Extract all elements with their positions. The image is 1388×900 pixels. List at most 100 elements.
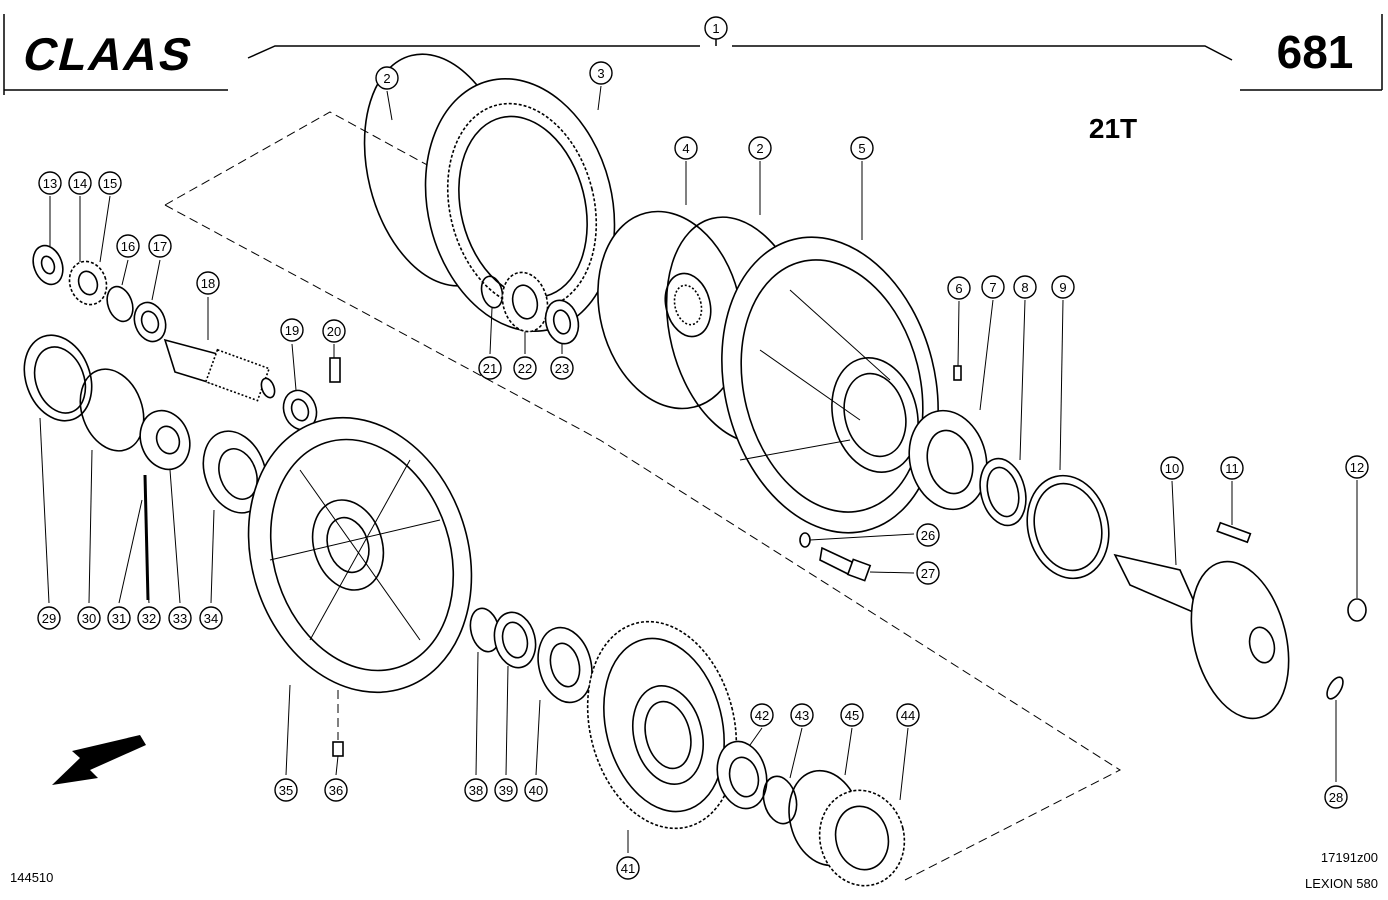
callout-33: 33 <box>168 606 192 630</box>
callout-number: 13 <box>43 176 57 191</box>
callout-41: 41 <box>616 856 640 880</box>
callout-number: 14 <box>73 176 87 191</box>
callout-number: 21 <box>483 361 497 376</box>
callout-circle <box>524 778 548 802</box>
callout-2: 2 <box>748 136 772 160</box>
callout-number: 22 <box>518 361 532 376</box>
callout-circle <box>896 703 920 727</box>
callout-number: 2 <box>756 141 763 156</box>
callout-number: 3 <box>597 66 604 81</box>
callout-30: 30 <box>77 606 101 630</box>
callout-circle <box>38 171 62 195</box>
callout-15: 15 <box>98 171 122 195</box>
brand-logo-text: CLAAS <box>18 29 199 80</box>
pin-6 <box>953 365 962 381</box>
callout-28: 28 <box>1324 785 1348 809</box>
callout-circle <box>916 523 940 547</box>
callout-number: 15 <box>103 176 117 191</box>
callout-16: 16 <box>116 234 140 258</box>
callout-number: 31 <box>112 611 126 626</box>
housing-35 <box>247 416 473 694</box>
callout-7: 7 <box>981 275 1005 299</box>
callout-number: 30 <box>82 611 96 626</box>
callout-26: 26 <box>916 523 940 547</box>
callout-23: 23 <box>550 356 574 380</box>
page-number: 681 <box>1277 26 1354 78</box>
plug-20 <box>329 357 341 383</box>
callout-number: 8 <box>1021 280 1028 295</box>
callout-circle <box>589 61 613 85</box>
callout-number: 17 <box>153 239 167 254</box>
callout-number: 27 <box>921 566 935 581</box>
callout-circle <box>68 171 92 195</box>
callout-number: 19 <box>285 323 299 338</box>
planet-carrier-4 <box>597 210 743 410</box>
callout-45: 45 <box>840 703 864 727</box>
callout-number: 45 <box>845 708 859 723</box>
callout-circle <box>375 66 399 90</box>
callout-circle <box>324 778 348 802</box>
callout-circle <box>494 778 518 802</box>
callout-number: 41 <box>621 861 635 876</box>
callout-circle <box>274 778 298 802</box>
callout-12: 12 <box>1345 455 1369 479</box>
callout-13: 13 <box>38 171 62 195</box>
ring-gear-3 <box>424 78 616 332</box>
callout-circle <box>947 276 971 300</box>
callout-number: 11 <box>1225 461 1239 476</box>
callout-19: 19 <box>280 318 304 342</box>
housing-5 <box>721 236 939 534</box>
callout-22: 22 <box>513 356 537 380</box>
callout-number: 29 <box>42 611 56 626</box>
callout-circle <box>550 356 574 380</box>
callout-number: 44 <box>901 708 915 723</box>
callout-circle <box>196 271 220 295</box>
callout-32: 32 <box>137 606 161 630</box>
callout-circle <box>107 606 131 630</box>
callout-11: 11 <box>1220 456 1244 480</box>
callout-36: 36 <box>324 778 348 802</box>
gear-41 <box>586 620 738 830</box>
callout-40: 40 <box>524 778 548 802</box>
callout-circle <box>137 606 161 630</box>
callout-number: 32 <box>142 611 156 626</box>
callout-number: 4 <box>682 141 689 156</box>
callout-number: 9 <box>1059 280 1066 295</box>
callout-number: 5 <box>858 141 865 156</box>
callout-10: 10 <box>1160 456 1184 480</box>
callout-circle <box>199 606 223 630</box>
callout-39: 39 <box>494 778 518 802</box>
output-shaft-10 <box>1113 553 1290 720</box>
stud-11 <box>1216 521 1252 544</box>
callout-circle <box>981 275 1005 299</box>
callout-number: 18 <box>201 276 215 291</box>
callout-number: 40 <box>529 783 543 798</box>
callout-circle <box>116 234 140 258</box>
callout-circle <box>750 703 774 727</box>
callout-number: 43 <box>795 708 809 723</box>
callout-number: 7 <box>989 280 996 295</box>
callout-42: 42 <box>750 703 774 727</box>
callout-circle <box>850 136 874 160</box>
callout-number: 34 <box>204 611 218 626</box>
assembly-code: 21T <box>1089 113 1137 144</box>
callout-number: 23 <box>555 361 569 376</box>
callout-2: 2 <box>375 66 399 90</box>
callout-number: 2 <box>383 71 390 86</box>
callout-number: 35 <box>279 783 293 798</box>
callout-circle <box>37 606 61 630</box>
callout-20: 20 <box>322 319 346 343</box>
callout-number: 20 <box>327 324 341 339</box>
callout-35: 35 <box>274 778 298 802</box>
callout-29: 29 <box>37 606 61 630</box>
callout-44: 44 <box>896 703 920 727</box>
callout-number: 38 <box>469 783 483 798</box>
callout-circle <box>1345 455 1369 479</box>
callout-circle <box>322 319 346 343</box>
callout-circle <box>748 136 772 160</box>
callout-14: 14 <box>68 171 92 195</box>
callout-6: 6 <box>947 276 971 300</box>
